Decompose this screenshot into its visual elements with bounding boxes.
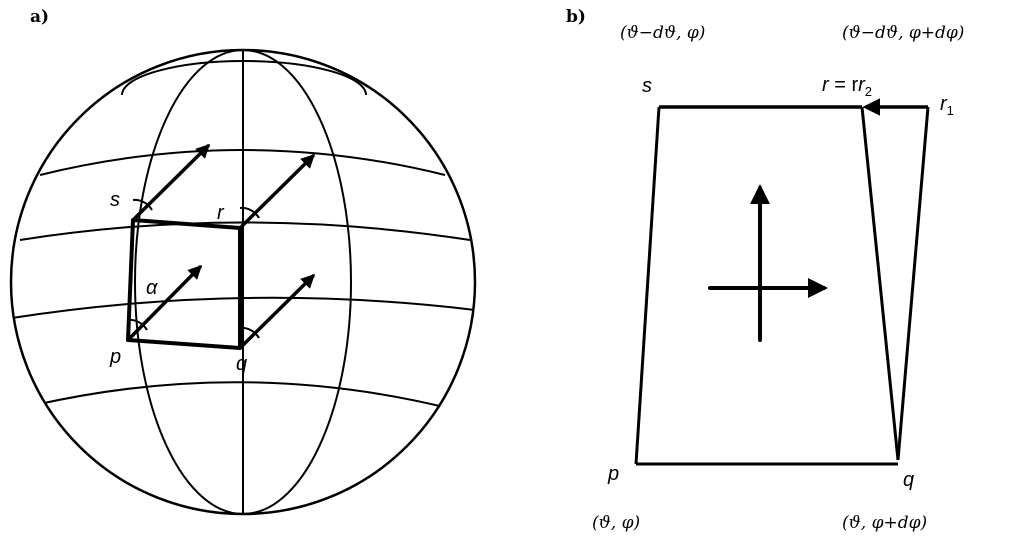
parallel-4 [34,381,449,409]
angle-arc-r [239,206,260,219]
vector-p [126,265,202,342]
coord-q: (ϑ, φ+dφ) [842,513,927,533]
parallel-3 [11,296,475,319]
label-r: r [217,202,225,224]
label-p: p [109,346,121,368]
coord-r: (ϑ−dϑ, φ+dφ) [842,23,964,43]
label-p: p [607,463,619,485]
label-alpha: α [146,277,158,299]
label-q: q [903,469,914,491]
label-r1: r1 [940,93,954,118]
vector-r [238,154,315,230]
coord-s: (ϑ−dϑ, φ) [620,23,705,43]
label-q: q [236,353,247,375]
sphere [9,48,477,516]
edge-r1-q [896,106,930,461]
angle-arc-q [239,326,260,339]
panel-a: a) s r [9,7,477,516]
label-s: s [642,75,652,97]
angle-arc-p [127,318,148,331]
parallel-1 [39,149,446,176]
vector-q [238,274,315,350]
edge-p-s [634,106,661,465]
coord-p: (ϑ, φ) [592,513,640,533]
panel-a-label: a) [30,7,49,27]
panel-b: b) s r = rr2 r1 p q (ϑ−dϑ, φ) (ϑ−dϑ, φ+d… [566,7,964,533]
label-r-eq-r2: r = rr2 [822,74,872,99]
polar-parallel [121,60,367,96]
panel-b-label: b) [566,7,586,27]
angle-arc-s [132,198,153,211]
edge-r-q [860,106,900,461]
vector-s [131,144,210,222]
label-s: s [110,189,120,211]
meridian-ellipse [134,50,352,514]
